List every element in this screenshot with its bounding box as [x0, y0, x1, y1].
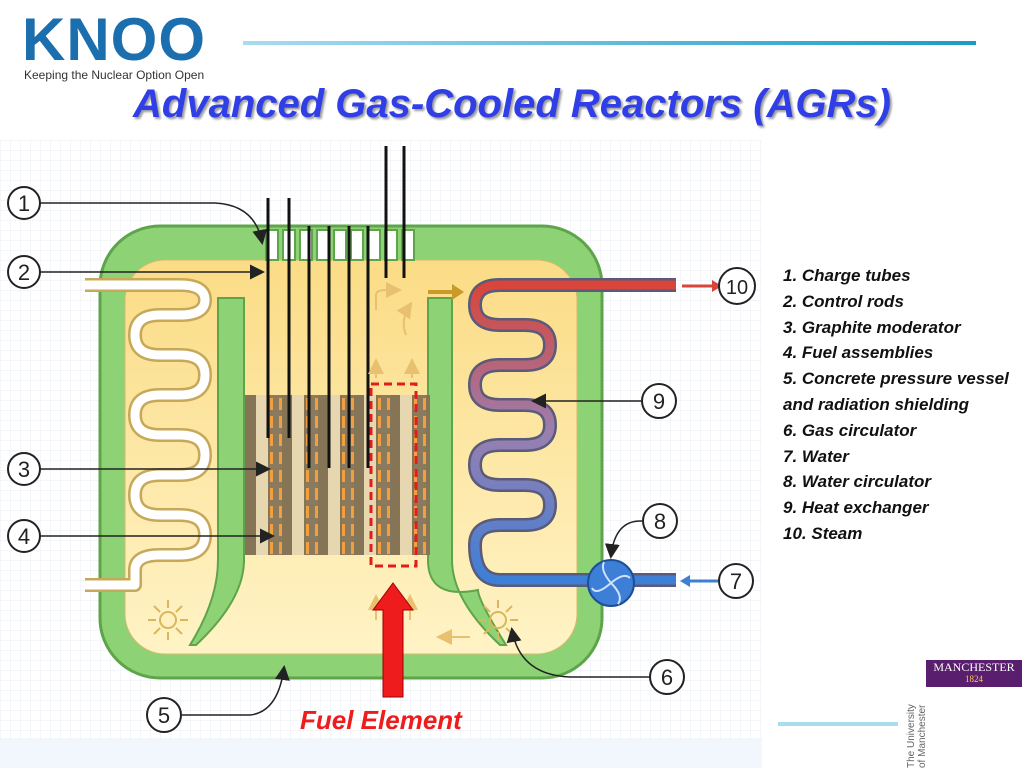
callout-5-circle: [146, 697, 182, 733]
callout-1-circle: [7, 186, 41, 220]
knoo-logo: KNOO: [22, 6, 206, 73]
legend-item: 9. Heat exchanger: [783, 498, 929, 518]
legend-list: 1. Charge tubes 2. Control rods 3. Graph…: [783, 263, 1018, 547]
legend-item: 1. Charge tubes: [783, 266, 911, 285]
legend-item: 6. Gas circulator: [783, 420, 917, 440]
manchester-logo-badge: MANCHESTER 1824: [926, 660, 1022, 687]
callout-8-circle: [642, 503, 678, 539]
footer-band: [0, 738, 762, 768]
callout-1: 1: [18, 191, 30, 216]
graphite-moderator-core: [245, 395, 430, 555]
fuel-element-arrow: [372, 582, 414, 698]
callout-9-circle: [641, 383, 677, 419]
callout-4: 4: [18, 524, 30, 549]
legend-item: 4. Fuel assemblies: [783, 343, 934, 363]
callout-9: 9: [653, 389, 665, 414]
callout-7: 7: [730, 569, 742, 594]
water-circulator-pump: [587, 559, 635, 607]
left-heat-exchanger-pipe: [85, 280, 210, 590]
legend-item: 5. Concrete pressure vessel and radiatio…: [783, 369, 1009, 414]
control-rods: [266, 146, 406, 468]
callout-10: 10: [726, 277, 748, 299]
callout-6-circle: [649, 659, 685, 695]
university-text-line-1: The University: [906, 704, 917, 768]
callout-leaders: [40, 202, 650, 716]
callout-4-circle: [7, 519, 41, 553]
heat-exchanger-pipe: [470, 280, 676, 585]
right-baffle-wall: [427, 297, 508, 646]
callout-3-circle: [7, 452, 41, 486]
header-rule: [243, 41, 976, 45]
callout-2: 2: [18, 260, 30, 285]
callout-7-circle: [718, 563, 754, 599]
callout-8: 8: [654, 509, 666, 534]
legend-item: 2. Control rods: [783, 291, 904, 311]
callout-5: 5: [158, 703, 170, 728]
legend-item: 8. Water circulator: [783, 472, 932, 492]
page-title: Advanced Gas-Cooled Reactors (AGRs): [133, 82, 891, 126]
fuel-element-label: Fuel Element: [300, 705, 462, 735]
gas-circulator-left: [148, 600, 188, 640]
left-baffle-wall: [188, 297, 245, 646]
footer-rule: [778, 722, 898, 726]
university-of-manchester-text: The University of Manchester: [906, 704, 928, 768]
callout-3: 3: [18, 457, 30, 482]
callout-10-circle: [718, 267, 756, 305]
callout-2-circle: [7, 255, 41, 289]
manchester-badge-year: 1824: [965, 674, 983, 684]
university-text-line-2: of Manchester: [917, 704, 928, 768]
legend-item: 3. Graphite moderator: [783, 317, 961, 337]
manchester-badge-name: MANCHESTER: [933, 660, 1015, 674]
agr-reactor-diagram: 1 2 3 4 5 6 7 8 9 10: [0, 140, 762, 740]
legend-item: 7. Water: [783, 446, 849, 466]
hot-gas-arrow: [428, 284, 464, 300]
logo-tagline: Keeping the Nuclear Option Open: [24, 68, 205, 82]
fuel-element-highlight: [369, 382, 418, 568]
callout-6: 6: [661, 665, 673, 690]
legend-item: 10. Steam: [783, 523, 863, 543]
